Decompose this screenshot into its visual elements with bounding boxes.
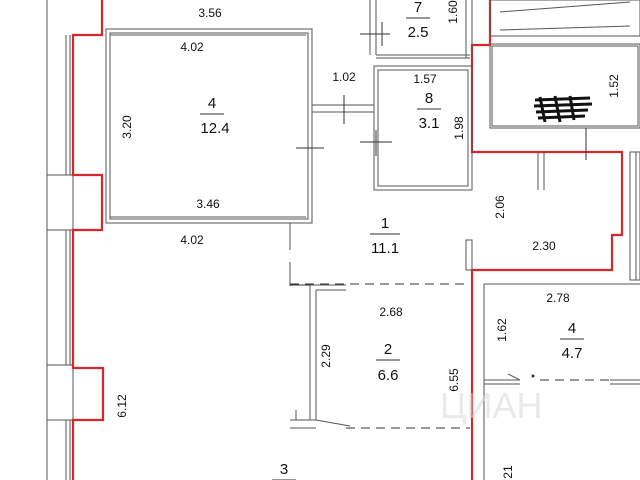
dim-room4b-162: 1.62 <box>495 318 509 342</box>
room-8-walls <box>296 65 473 191</box>
dim-room4-inner-bottom: 3.46 <box>196 197 220 211</box>
dim-room1-206: 2.06 <box>493 195 507 219</box>
room-2-walls <box>289 262 351 429</box>
room-2-area: 6.6 <box>378 367 399 384</box>
room-7-number: 7 <box>414 0 422 16</box>
dim-bottom-21: 21 <box>501 465 515 479</box>
room-8-area: 3.1 <box>419 115 440 132</box>
dim-room4-bottom: 4.02 <box>180 233 204 247</box>
dim-door-102: 1.02 <box>332 70 356 84</box>
dim-room2-229: 2.29 <box>319 344 333 368</box>
dim-top-356: 3.56 <box>198 6 222 20</box>
dim-room4-left: 3.20 <box>120 115 134 139</box>
watermark-text: ЦИАН <box>440 385 543 426</box>
dim-room8-157: 1.57 <box>413 72 437 86</box>
dim-right-152: 1.52 <box>607 74 621 98</box>
room-4-number: 4 <box>208 95 216 112</box>
zone-dashed-lines <box>290 283 610 429</box>
room-4b-number: 4 <box>568 320 576 337</box>
room-1-number: 1 <box>381 215 389 232</box>
dim-left-612: 6.12 <box>115 394 129 418</box>
room-7-walls <box>360 0 473 59</box>
room-8-number: 8 <box>425 90 433 107</box>
shaded-area-icon <box>533 95 593 123</box>
dim-room8-198: 1.98 <box>452 116 466 140</box>
dim-room2-655: 6.55 <box>447 368 461 392</box>
room-labels: 4 12.4 7 2.5 8 3.1 1 11.1 2 6.6 4 4.7 3 <box>200 0 584 480</box>
dim-room4b-278: 2.78 <box>546 291 570 305</box>
dim-room7-160: 1.60 <box>446 0 460 24</box>
room-4-walls <box>105 28 313 250</box>
room-4b-area: 4.7 <box>562 345 583 362</box>
apartment-outline <box>71 0 624 480</box>
room-1-area: 11.1 <box>371 240 399 257</box>
dim-room2-268: 2.68 <box>379 305 403 319</box>
room-3-number: 3 <box>280 461 288 478</box>
room-2-number: 2 <box>384 341 392 358</box>
room-4b-walls <box>483 283 640 480</box>
dim-room1-230: 2.30 <box>532 239 556 253</box>
room-4-area: 12.4 <box>200 120 229 137</box>
dim-room4-top: 4.02 <box>180 40 204 54</box>
room-7-area: 2.5 <box>408 24 429 41</box>
right-upper-walls <box>465 0 640 281</box>
left-exterior-wall <box>46 0 74 480</box>
dimension-labels: 3.56 4.02 3.20 3.46 4.02 1.02 1.60 1.57 … <box>115 0 621 479</box>
